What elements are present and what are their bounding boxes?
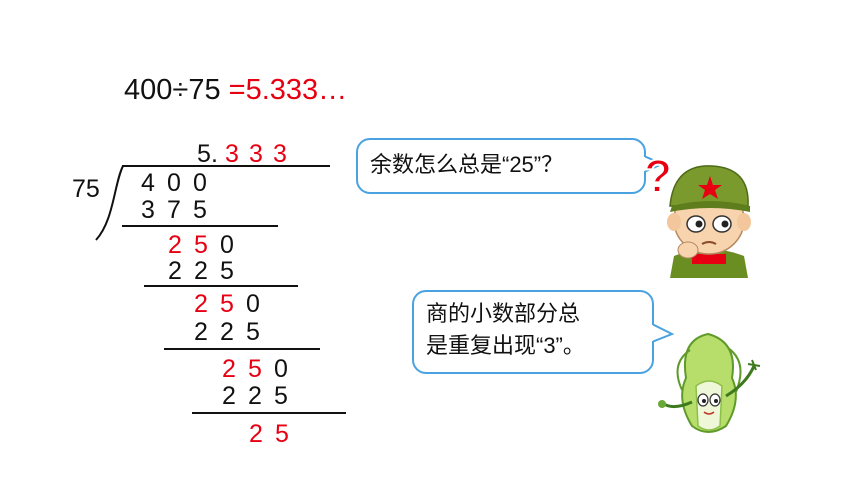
dividend-digit: 4	[141, 169, 155, 197]
step-digit: 2	[249, 420, 263, 448]
dividend-digit: 0	[167, 169, 181, 197]
step-digit: 5	[248, 355, 262, 383]
step-digit: 2	[168, 231, 182, 259]
step-digit: 7	[167, 196, 181, 224]
step-digit: 2	[220, 318, 234, 346]
svg-text:?: ?	[644, 150, 672, 200]
cabbage-character-illustration	[658, 332, 761, 433]
quotient-digit: 3	[225, 140, 239, 168]
statement-line: 商的小数部分总	[426, 301, 581, 326]
step-digit: 5	[220, 290, 234, 318]
question-mark-icon: ?	[643, 150, 673, 200]
subtraction-line	[144, 285, 298, 287]
quotient-digit: 3	[273, 140, 287, 168]
step-digit: 3	[141, 196, 155, 224]
step-digit: 2	[222, 355, 236, 383]
divisor: 75	[188, 74, 221, 106]
statement-bubble: 商的小数部分总 是重复出现“3”。	[412, 290, 675, 374]
dividend-digit: 0	[193, 169, 207, 197]
step-digit: 2	[194, 257, 208, 285]
division-bracket	[95, 165, 124, 241]
subtraction-line	[164, 348, 320, 350]
soldier-boy-illustration	[667, 165, 751, 278]
divide-sign: ÷	[172, 74, 189, 106]
step-digit: 5	[193, 196, 207, 224]
question-text: 余数怎么总是“25”？	[370, 152, 564, 177]
statement-line: 是重复出现“3”。	[426, 333, 585, 358]
division-divisor: 75	[72, 175, 100, 203]
step-digit: 5	[220, 257, 234, 285]
step-digit: 0	[274, 355, 288, 383]
dividend: 400	[124, 74, 173, 106]
step-digit: 2	[194, 290, 208, 318]
step-digit: 2	[222, 382, 236, 410]
bubble-tail	[652, 323, 675, 343]
subtraction-line	[122, 225, 278, 227]
equation-result: =5.333…	[228, 74, 348, 106]
quotient-digit: 5	[197, 140, 211, 168]
division-bar	[122, 165, 330, 167]
question-bubble: 余数怎么总是“25”？	[356, 138, 664, 194]
step-digit: 2	[194, 318, 208, 346]
quotient-point: .	[211, 140, 218, 168]
step-digit: 2	[248, 382, 262, 410]
equation: 400÷75 =5.333…	[124, 76, 347, 105]
step-digit: 0	[220, 231, 234, 259]
bubble-tail	[644, 155, 664, 173]
step-digit: 2	[168, 257, 182, 285]
step-digit: 5	[274, 382, 288, 410]
step-digit: 5	[246, 318, 260, 346]
step-digit: 5	[275, 420, 289, 448]
quotient-digit: 3	[249, 140, 263, 168]
step-digit: 0	[246, 290, 260, 318]
subtraction-line	[192, 412, 346, 414]
step-digit: 5	[194, 231, 208, 259]
